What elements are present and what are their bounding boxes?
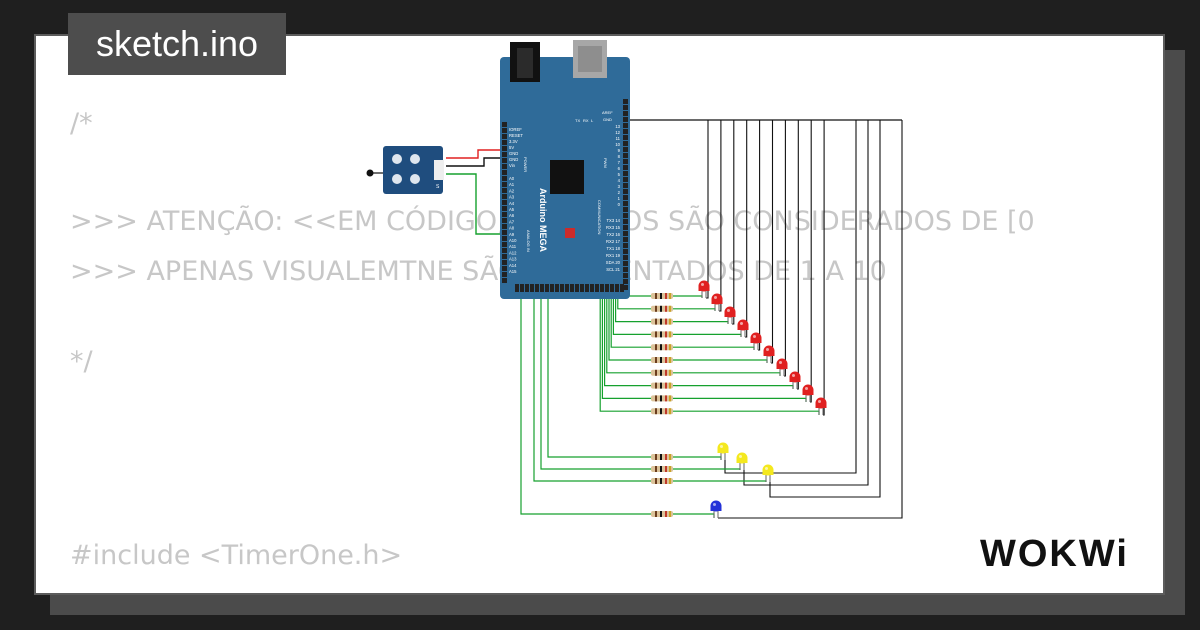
parts bbox=[651, 280, 827, 518]
code-line-comment-open: /* bbox=[70, 108, 93, 139]
svg-text:SCL 21: SCL 21 bbox=[606, 267, 620, 272]
svg-text:2: 2 bbox=[618, 190, 621, 195]
usb-port-inner bbox=[578, 46, 602, 72]
svg-text:GND: GND bbox=[509, 151, 518, 156]
gnd-label: GND bbox=[603, 117, 612, 122]
board-name: Arduino MEGA bbox=[538, 188, 548, 252]
svg-text:4: 4 bbox=[618, 178, 621, 183]
rx-label: RX bbox=[583, 118, 589, 123]
svg-text:IOREF: IOREF bbox=[509, 127, 522, 132]
sensor-pin-label: S bbox=[436, 184, 440, 190]
file-tab-sketch[interactable]: sketch.ino bbox=[68, 13, 286, 75]
svg-text:A1: A1 bbox=[509, 182, 515, 187]
svg-text:A4: A4 bbox=[509, 201, 515, 206]
svg-text:6: 6 bbox=[618, 166, 621, 171]
svg-text:A3: A3 bbox=[509, 195, 515, 200]
svg-text:1: 1 bbox=[618, 196, 621, 201]
svg-text:GND: GND bbox=[509, 157, 518, 162]
communication-label: COMMUNICATION bbox=[597, 200, 602, 234]
svg-text:A11: A11 bbox=[509, 244, 517, 249]
svg-text:10: 10 bbox=[615, 142, 620, 147]
power-jack-inner bbox=[517, 48, 533, 78]
svg-text:7: 7 bbox=[618, 160, 621, 165]
svg-text:RX2 17: RX2 17 bbox=[606, 239, 621, 244]
svg-text:RX3 15: RX3 15 bbox=[606, 225, 621, 230]
l-label: L bbox=[591, 118, 594, 123]
code-line-visual: >>> APENAS VISUALEMTNE SÃO APRESENTADOS … bbox=[70, 256, 887, 287]
code-line-include: #include <TimerOne.h> bbox=[70, 540, 403, 571]
code-line-comment-close: */ bbox=[70, 346, 93, 377]
svg-text:A5: A5 bbox=[509, 207, 515, 212]
svg-text:0: 0 bbox=[618, 202, 621, 207]
sensor-probe bbox=[366, 169, 374, 177]
svg-text:3.3V: 3.3V bbox=[509, 139, 518, 144]
svg-text:5V: 5V bbox=[509, 145, 514, 150]
svg-text:TX1 18: TX1 18 bbox=[606, 246, 620, 251]
svg-text:A14: A14 bbox=[509, 263, 517, 268]
pwm-label: PWM bbox=[603, 158, 608, 168]
header-bottom bbox=[515, 284, 624, 292]
svg-text:11: 11 bbox=[616, 136, 621, 141]
arduino-mega-board[interactable]: Arduino MEGA POWER ANALOG IN PWM COMMUNI… bbox=[500, 40, 630, 299]
svg-text:A2: A2 bbox=[509, 188, 515, 193]
svg-text:TX3 14: TX3 14 bbox=[606, 218, 620, 223]
svg-text:SDA 20: SDA 20 bbox=[606, 260, 621, 265]
svg-text:3: 3 bbox=[618, 184, 621, 189]
svg-text:8: 8 bbox=[618, 154, 621, 159]
svg-text:RESET: RESET bbox=[509, 133, 523, 138]
chip bbox=[550, 160, 584, 194]
svg-text:A10: A10 bbox=[509, 238, 517, 243]
tx-label: TX bbox=[575, 118, 580, 123]
svg-text:13: 13 bbox=[615, 124, 620, 129]
svg-text:A8: A8 bbox=[509, 226, 515, 231]
header-right bbox=[623, 99, 628, 290]
svg-text:A7: A7 bbox=[509, 219, 515, 224]
svg-text:A12: A12 bbox=[509, 250, 517, 255]
power-label: POWER bbox=[523, 157, 528, 172]
wokwi-logo: WOKWi bbox=[980, 533, 1129, 575]
svg-text:A9: A9 bbox=[509, 232, 515, 237]
svg-text:A0: A0 bbox=[509, 176, 515, 181]
svg-text:Vin: Vin bbox=[509, 163, 516, 168]
svg-text:A13: A13 bbox=[509, 257, 517, 262]
svg-text:WOKWi: WOKWi bbox=[980, 533, 1129, 575]
analog-label: ANALOG IN bbox=[526, 230, 531, 252]
svg-text:12: 12 bbox=[615, 130, 620, 135]
reset-button bbox=[565, 228, 575, 238]
svg-text:A6: A6 bbox=[509, 213, 515, 218]
aref-label: AREF bbox=[602, 110, 613, 115]
svg-text:TX2 16: TX2 16 bbox=[606, 232, 620, 237]
pin-labels: IOREFRESET3.3V5VGNDGNDVinA0A1A2A3A4A5A6A… bbox=[509, 124, 621, 274]
svg-text:A15: A15 bbox=[509, 269, 517, 274]
header-left bbox=[502, 122, 507, 283]
svg-text:9: 9 bbox=[618, 148, 621, 153]
svg-text:5: 5 bbox=[618, 172, 621, 177]
sensor-module[interactable]: S bbox=[366, 146, 445, 194]
svg-text:RX1 19: RX1 19 bbox=[606, 253, 621, 258]
